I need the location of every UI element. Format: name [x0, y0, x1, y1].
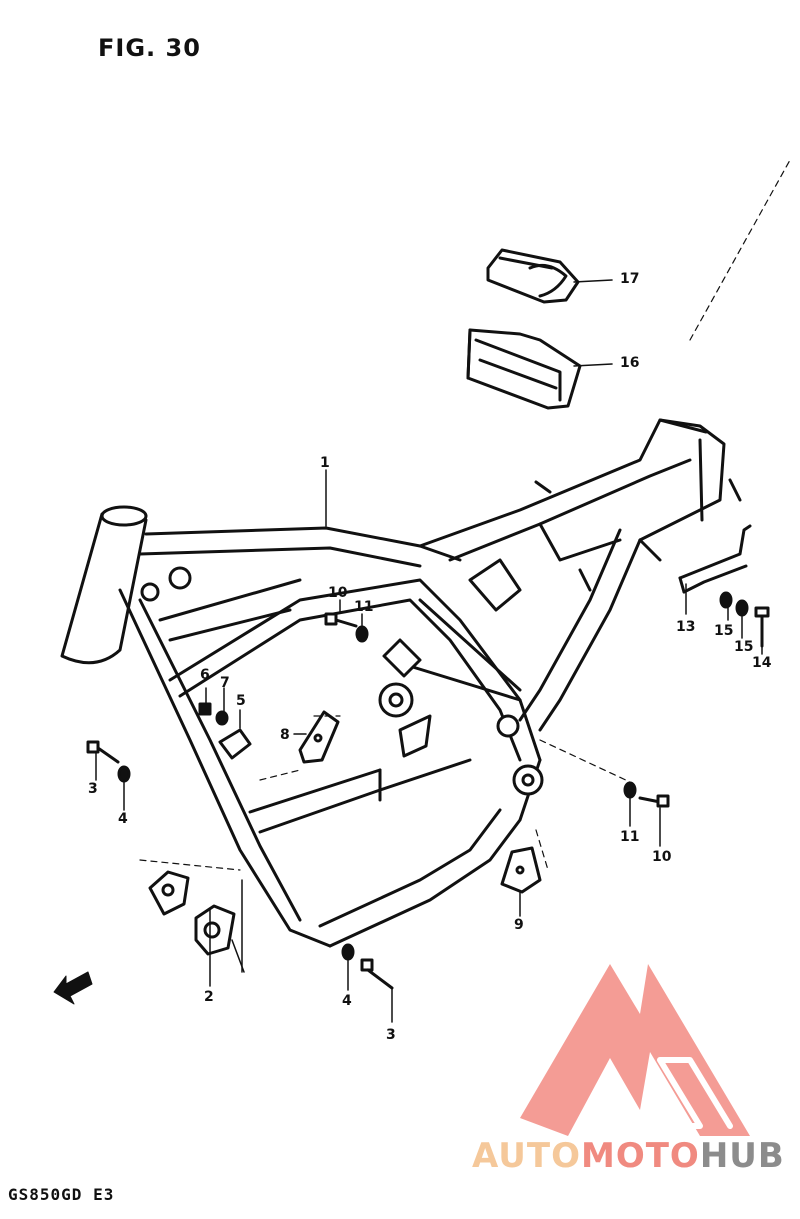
callout-15: 15	[714, 623, 734, 639]
part-11-nut-upper	[355, 625, 369, 643]
callout-4-lower: 4	[342, 993, 352, 1009]
part-3-bolt-lower	[360, 958, 394, 990]
part-2-plate	[194, 904, 236, 956]
front-arrow-icon	[53, 971, 93, 1005]
watermark-auto: AUTO	[472, 1136, 581, 1176]
dashed-guides	[139, 159, 791, 871]
callout-11-upper: 11	[354, 599, 374, 615]
part-13-bolt	[754, 606, 770, 648]
part-4-nut-lower	[341, 943, 355, 961]
part-3-bolt-left	[86, 740, 120, 764]
figure-title: FIG. 30	[98, 34, 201, 62]
callout-3-lower: 3	[386, 1027, 396, 1043]
callout-10-lower: 10	[652, 849, 672, 865]
part-16-box	[466, 328, 582, 410]
callout-1: 1	[320, 455, 330, 471]
part-9-plate	[500, 846, 542, 894]
callout-4-left: 4	[118, 811, 128, 827]
watermark-moto: MOTO	[580, 1136, 700, 1176]
callout-13: 14	[752, 655, 772, 671]
watermark-text: AUTOMOTOHUB	[472, 1136, 785, 1176]
callout-7: 7	[220, 675, 230, 691]
callout-12: 13	[676, 619, 696, 635]
callout-8: 8	[280, 727, 290, 743]
model-code: GS850GD E3	[8, 1185, 115, 1204]
watermark-hub: HUB	[699, 1136, 785, 1176]
part-15-nut	[719, 591, 733, 609]
callout-14: 15	[734, 639, 754, 655]
part-17-cover	[486, 248, 580, 304]
part-4-nut-left	[117, 765, 131, 783]
callout-16: 16	[620, 355, 640, 371]
callout-9: 9	[514, 917, 524, 933]
part-12-bracket	[678, 524, 752, 594]
callout-6: 6	[200, 667, 210, 683]
callout-10-upper: 10	[328, 585, 348, 601]
part-11-nut-lower	[623, 781, 637, 799]
part-10-bolt-lower	[638, 794, 670, 808]
part-14-washer	[735, 599, 749, 617]
part-8-plate	[298, 710, 340, 764]
part-6-bolt	[198, 702, 212, 716]
automotohub-logo-icon	[520, 964, 750, 1136]
callout-11-lower: 11	[620, 829, 640, 845]
part-7-washer	[215, 710, 229, 726]
callout-2: 2	[204, 989, 214, 1005]
callout-3-left: 3	[88, 781, 98, 797]
part-2-plate-alt	[148, 870, 190, 916]
part-5-plate	[218, 728, 252, 760]
part-10-bolt-upper	[324, 612, 358, 628]
part-1-frame	[60, 418, 742, 948]
callout-5: 5	[236, 693, 246, 709]
leader-lines	[95, 279, 763, 1023]
callout-17: 17	[620, 271, 640, 287]
